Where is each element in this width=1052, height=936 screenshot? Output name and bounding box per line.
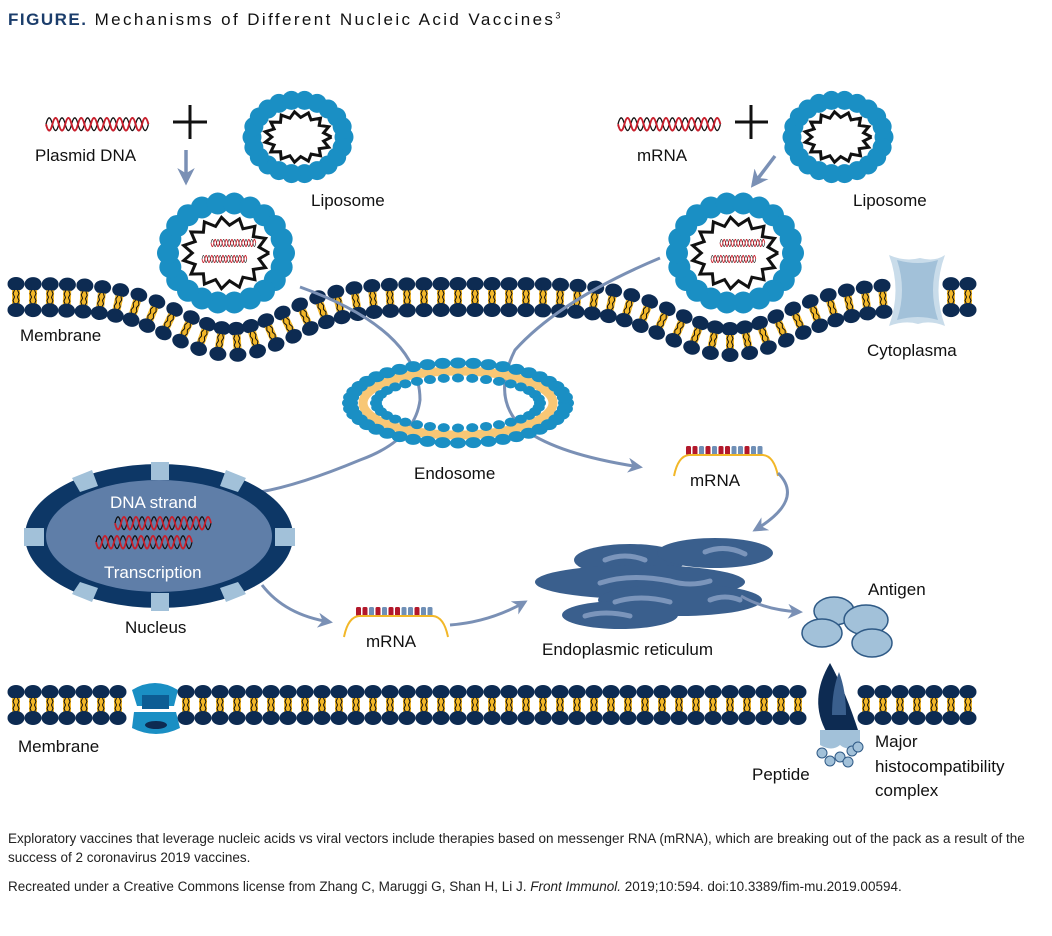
figure-label: FIGURE.	[8, 10, 88, 29]
pathway-lines	[259, 256, 661, 494]
vaccine-mechanism-diagram: Plasmid DNA Liposome mRNA Liposome Membr…	[6, 90, 1005, 800]
transcription-label: Transcription	[104, 563, 202, 582]
arrow-icon	[752, 471, 789, 532]
mhc-label-line3: complex	[875, 781, 939, 800]
mhc-icon	[818, 663, 860, 749]
nucleus-label: Nucleus	[125, 618, 186, 637]
peptide-label: Peptide	[752, 765, 810, 784]
antigen-label: Antigen	[868, 580, 926, 599]
mrna-helix-icon	[616, 116, 722, 132]
endosome-icon	[342, 357, 574, 449]
mrna-top-label: mRNA	[637, 146, 688, 165]
loaded-liposome-right-icon	[666, 192, 804, 314]
plasmid-dna-icon	[44, 116, 150, 132]
figure-credit: Recreated under a Creative Commons licen…	[8, 877, 1038, 896]
plus-icon	[173, 105, 207, 139]
credit-prefix: Recreated under a Creative Commons licen…	[8, 879, 531, 894]
top-membrane	[6, 276, 978, 363]
figure-reference: 3	[555, 10, 561, 21]
endosome-label: Endosome	[414, 464, 495, 483]
antigen-icon	[801, 596, 893, 658]
arrow-icon	[750, 154, 777, 188]
arrow-icon	[740, 594, 803, 619]
figure-title-text: Mechanisms of Different Nucleic Acid Vac…	[94, 10, 556, 29]
membrane-top-label: Membrane	[20, 326, 101, 345]
liposome-left-label: Liposome	[311, 191, 385, 210]
arrow-icon	[260, 584, 333, 628]
loaded-liposome-left-icon	[157, 192, 295, 314]
peptide-icon	[816, 741, 864, 768]
mrna-right-label: mRNA	[690, 471, 741, 490]
mhc-label-line1: Major	[875, 732, 918, 751]
liposome-icon	[782, 90, 894, 184]
credit-suffix: 2019;10:594. doi:10.3389/fim-mu.2019.005…	[621, 879, 902, 894]
figure-caption: Exploratory vaccines that leverage nucle…	[8, 831, 1025, 865]
cytoplasma-label: Cytoplasma	[867, 341, 957, 360]
channel-protein-icon	[132, 683, 180, 734]
mrna-strand-icon	[673, 446, 779, 477]
plasmid-dna-label: Plasmid DNA	[35, 146, 137, 165]
liposome-right-label: Liposome	[853, 191, 927, 210]
channel-protein-icon	[889, 255, 945, 326]
dna-strand-label: DNA strand	[110, 493, 197, 512]
credit-journal: Front Immunol.	[530, 879, 622, 894]
plus-icon	[735, 105, 768, 139]
figure-title: FIGURE. Mechanisms of Different Nucleic …	[8, 10, 560, 30]
endoplasmic-reticulum-label: Endoplasmic reticulum	[542, 640, 713, 659]
endoplasmic-reticulum-icon	[535, 538, 773, 629]
mrna-strand-icon	[343, 607, 449, 638]
liposome-icon	[242, 90, 354, 184]
arrow-icon	[449, 600, 528, 627]
mhc-label-line2: histocompatibility	[875, 757, 1005, 776]
mrna-middle-label: mRNA	[366, 632, 417, 651]
membrane-bottom-label: Membrane	[18, 737, 99, 756]
